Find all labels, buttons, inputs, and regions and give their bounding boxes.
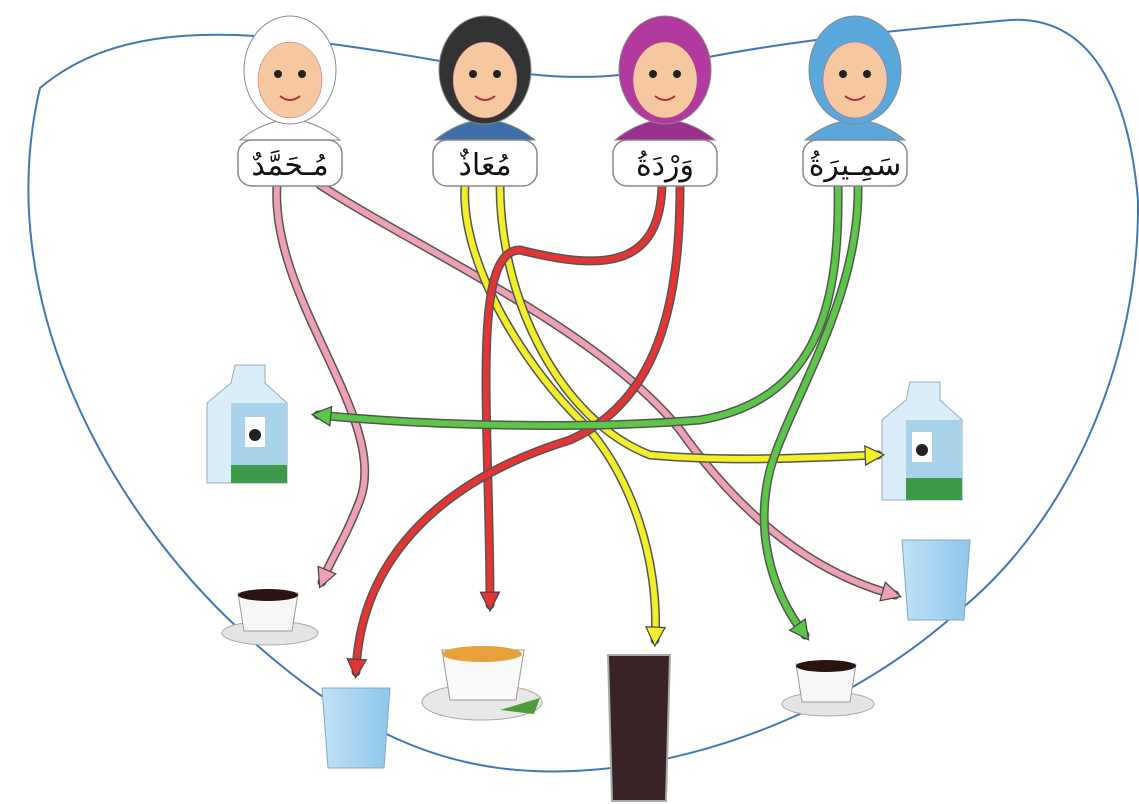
arrow-head [310,405,333,427]
connection-arrow-samira-to-milk-left [315,182,842,429]
girl-blue-hijab-avatar [803,15,907,141]
arrow-head [864,444,886,467]
child-name-warda: وَرْدَةُ [636,148,694,183]
arrow-head [317,565,337,589]
arrow-head [879,581,903,602]
arrow-head [346,657,368,680]
name-label-box [612,139,718,187]
boy-ghutra-avatar [238,15,342,141]
connection-arrow-warda-to-tea [483,182,665,608]
child-name-muhammad: مُـحَمَّدٌ [251,148,328,183]
arrow-head [479,591,501,613]
connection-arrow-muhammad-to-coffee-left [273,182,368,585]
connection-arrow-outline [759,180,863,640]
child-name-muadh: مُعَاذٌ [458,147,511,183]
coffee-cup-icon [221,589,319,646]
milk-carton-icon [206,364,288,484]
connection-arrow-muadh-to-milk-right [497,182,881,462]
girl-purple-hijab-avatar [613,15,717,141]
tea-cup-icon [421,646,543,721]
name-label-box [432,139,538,187]
milk-carton-icon [881,381,963,501]
connection-arrow-warda-to-water-bottom [353,182,683,675]
water-glass-icon [321,687,391,769]
name-label-box [237,139,343,187]
children-row: مُـحَمَّدٌ مُعَاذٌ وَرْدَةُ سَمِـيرَةُ [237,15,908,187]
name-label-box [802,139,908,187]
connection-arrow-muadh-to-juice [461,182,659,643]
arrow-head [788,617,810,641]
connection-arrows [272,180,903,680]
connection-arrow-samira-to-coffee-right [761,182,862,638]
diagram-outline [27,18,1139,773]
connection-arrow-muhammad-to-water-right [317,182,898,598]
boy-avatar [433,15,537,141]
child-name-samira: سَمِـيرَةُ [809,148,902,183]
arrow-head [644,626,667,648]
juice-glass-icon [606,654,672,802]
water-glass-icon [901,539,971,621]
coffee-cup-icon [781,660,875,717]
connection-arrow-outline [313,180,843,430]
